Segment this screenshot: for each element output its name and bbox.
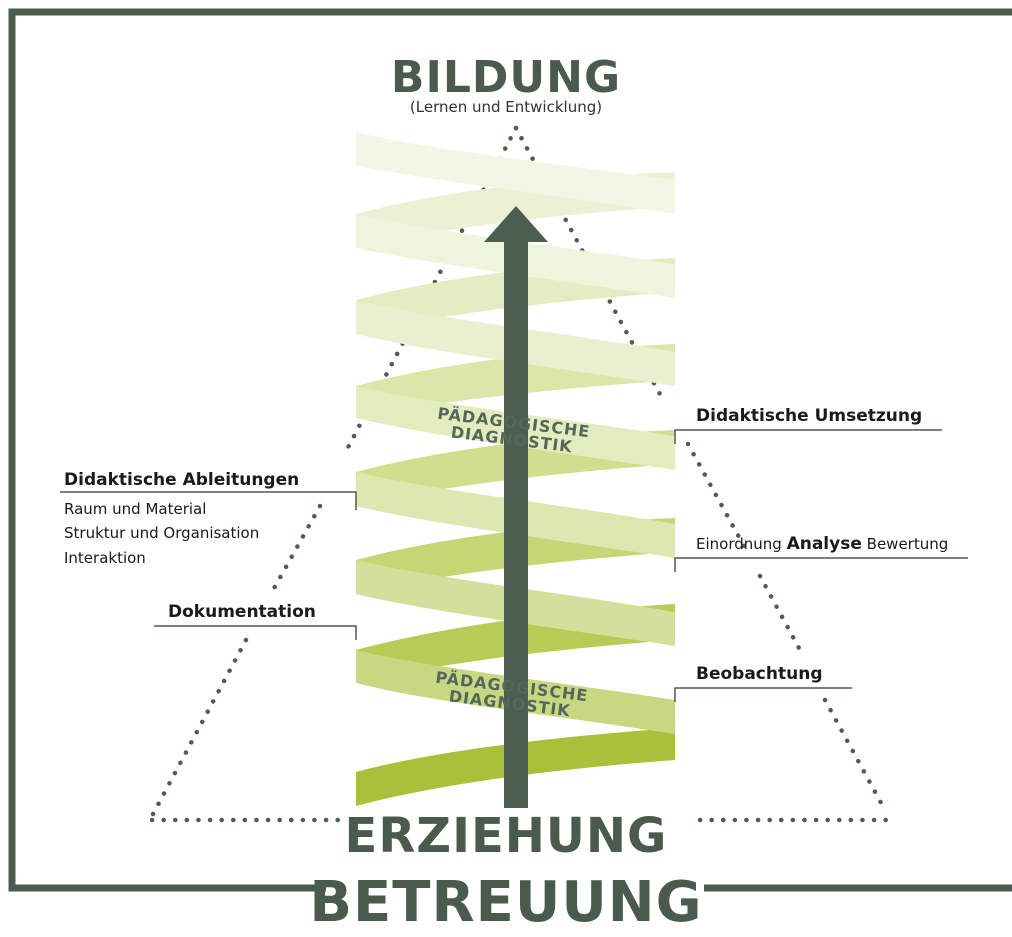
label-analyse: Einordnung Analyse Bewertung — [696, 534, 948, 554]
label-beobachtung: Beobachtung — [696, 664, 823, 684]
title-subtitle: (Lernen und Entwicklung) — [409, 98, 603, 116]
outer-frame — [8, 8, 1012, 892]
label-erziehung: ERZIEHUNG — [344, 808, 668, 864]
ableitungen-item: Struktur und Organisation — [64, 524, 260, 542]
label-didaktische-ableitungen: Didaktische Ableitungen — [64, 470, 300, 490]
label-bewertung: Bewertung — [866, 535, 949, 553]
ableitungen-item: Interaktion — [64, 549, 146, 567]
ribbon-front-7 — [356, 132, 675, 214]
leader-lines — [60, 429, 968, 702]
label-analyse-bold: Analyse — [786, 534, 862, 554]
label-didaktische-umsetzung: Didaktische Umsetzung — [696, 406, 923, 426]
ableitungen-item: Raum und Material — [64, 500, 207, 518]
label-dokumentation: Dokumentation — [168, 602, 316, 622]
title-bildung: BILDUNG — [390, 52, 622, 103]
label-betreuung: BETREUUNG — [309, 870, 703, 935]
growth-arrow — [484, 206, 548, 808]
label-einordnung: Einordnung — [696, 535, 782, 553]
